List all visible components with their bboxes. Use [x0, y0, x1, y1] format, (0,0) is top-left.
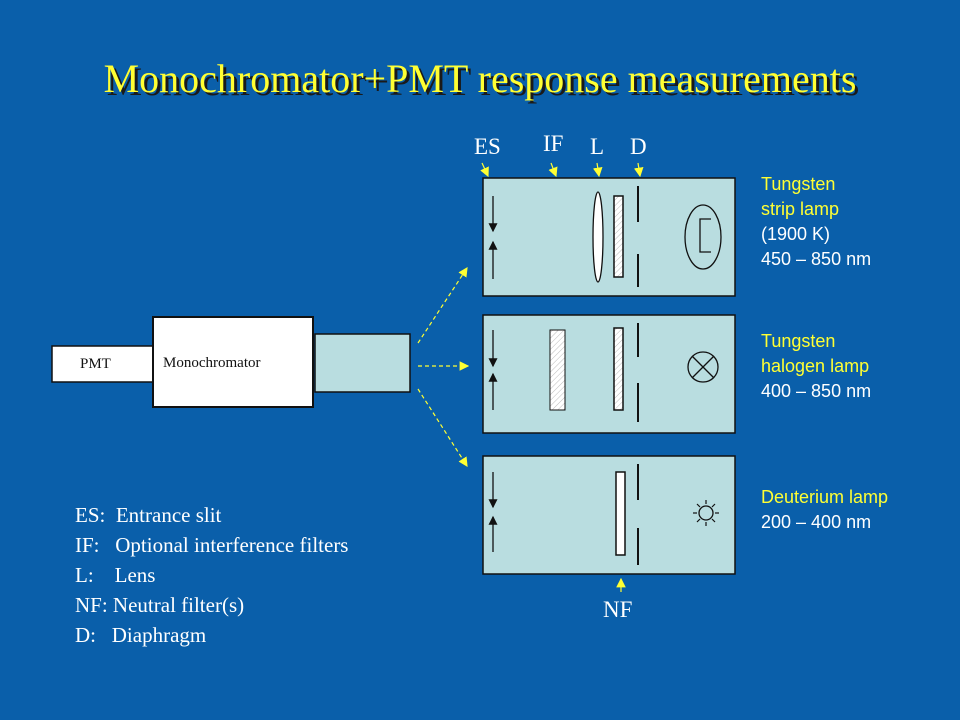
arrow-to-strip-lamp — [417, 266, 468, 344]
legend-item: NF: Neutral filter(s) — [75, 593, 245, 617]
neutral-filter-icon — [615, 471, 626, 556]
legend-item: IF: Optional interference filters — [75, 533, 349, 557]
lamp-spec-line: (1900 K) — [761, 224, 831, 244]
lamp-label-strip: Tungsten strip lamp (1900 K) 450 – 850 n… — [761, 172, 871, 272]
lamp-name-line: Deuterium lamp — [761, 487, 889, 507]
pmt-label: PMT — [80, 356, 111, 372]
legend-item: ES: Entrance slit — [75, 503, 222, 527]
halogen-lamp-icon — [687, 351, 719, 383]
setup-box-deuterium-lamp — [482, 455, 736, 575]
label-if: IF — [543, 131, 564, 156]
monochromator-port — [314, 333, 411, 393]
lamp-spec-line: 400 – 850 nm — [761, 381, 872, 401]
interference-filter-icon — [549, 329, 566, 411]
monochromator-block — [152, 316, 314, 408]
lamp-name-line: Tungsten — [761, 331, 836, 351]
label-es: ES — [474, 134, 501, 159]
lamp-label-halogen: Tungsten halogen lamp 400 – 850 nm — [761, 329, 871, 404]
lamp-spec-line: 450 – 850 nm — [761, 249, 872, 269]
l-pointer — [592, 162, 603, 178]
slide-title: Monochromator+PMT response measurements — [103, 56, 857, 101]
label-d: D — [630, 134, 647, 159]
lamp-name-line: strip lamp — [761, 199, 840, 219]
deuterium-lamp-icon — [693, 500, 719, 526]
lamp-label-deuterium: Deuterium lamp 200 – 400 nm — [761, 485, 888, 535]
setup-box-halogen-lamp — [482, 314, 736, 434]
monochromator-label: Monochromator — [163, 355, 261, 371]
pmt-block — [51, 345, 155, 383]
legend-item: D: Diaphragm — [75, 623, 207, 647]
lens-icon — [592, 191, 604, 283]
lamp-name-line: halogen lamp — [761, 356, 870, 376]
d-pointer — [633, 162, 644, 178]
es-pointer — [480, 162, 489, 178]
setup-box-strip-lamp — [482, 177, 736, 297]
arrow-to-deuterium-lamp — [417, 388, 468, 468]
lamp-name-line: Tungsten — [761, 174, 836, 194]
label-l: L — [590, 134, 605, 159]
abbreviation-legend: ES: Entrance slit IF: Optional interfere… — [75, 500, 348, 650]
filter-icon — [613, 195, 624, 278]
legend-item: L: Lens — [75, 563, 156, 587]
filter-icon — [613, 327, 624, 411]
label-nf: NF — [603, 597, 633, 622]
if-pointer — [548, 162, 558, 178]
strip-lamp-icon — [684, 204, 722, 270]
lamp-spec-line: 200 – 400 nm — [761, 512, 872, 532]
